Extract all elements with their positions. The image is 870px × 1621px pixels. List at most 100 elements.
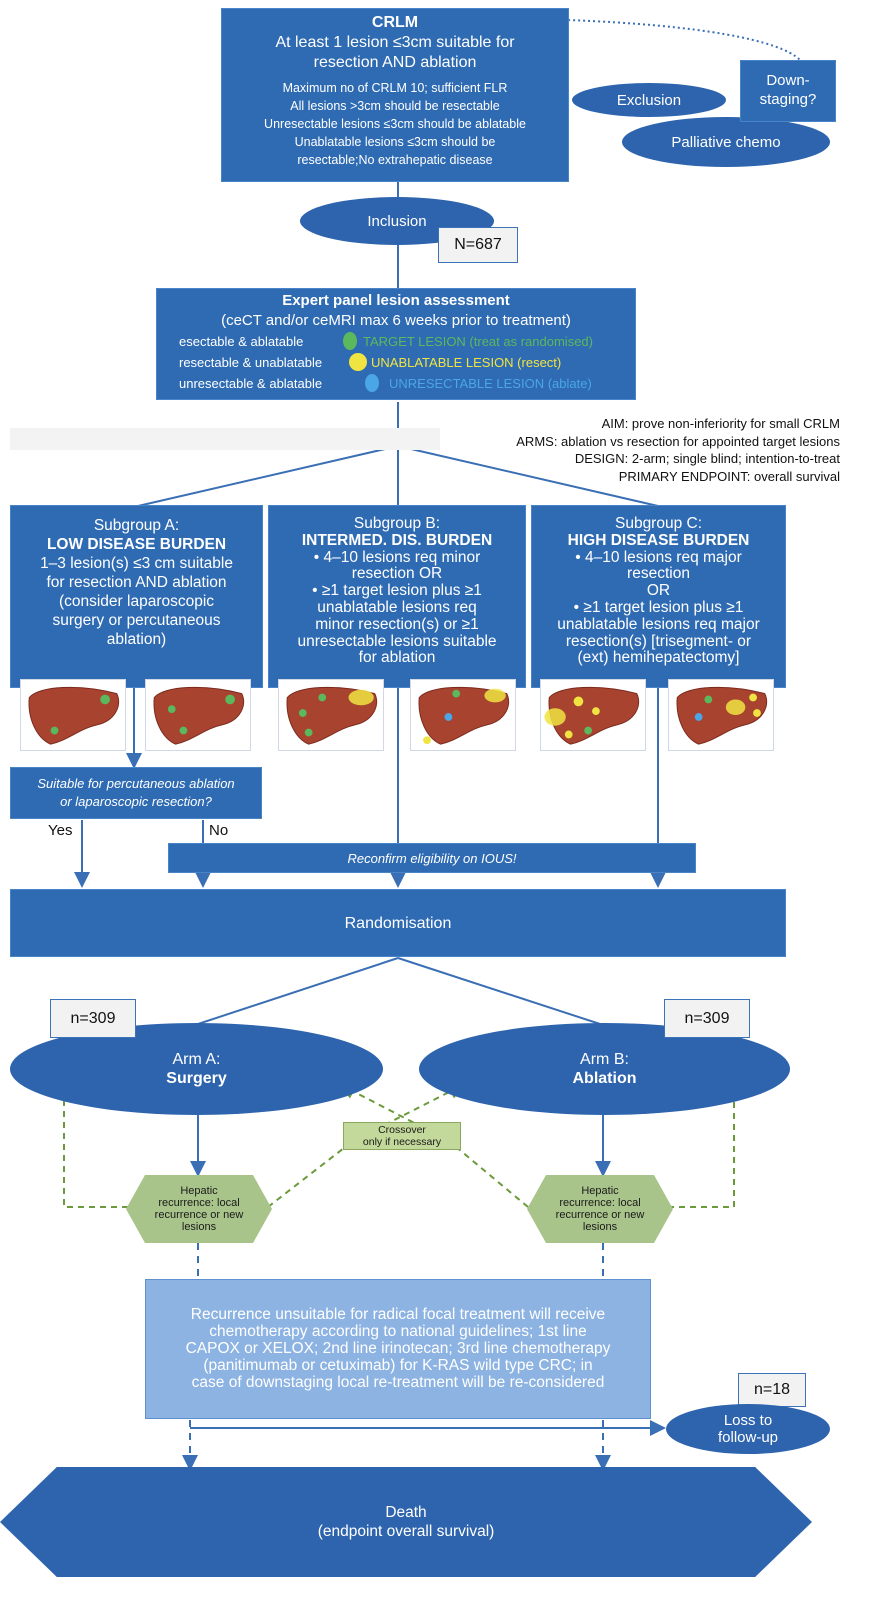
recurrence-a-line4: lesions	[181, 1221, 217, 1233]
recurrence-b-line3: recurrence or new	[555, 1209, 645, 1221]
subgroup-b-body-3: • ≥1 target lesion plus ≥1	[312, 582, 482, 600]
crossover-line1: Crossover	[378, 1124, 426, 1136]
loss-ellipse: Loss to follow-up	[666, 1404, 830, 1454]
study-aim: AIM: prove non-inferiority for small CRL…	[601, 416, 840, 431]
band-strip	[10, 428, 440, 450]
arm-b-name: Arm B:	[580, 1051, 629, 1068]
unresectable-lesion-dot	[365, 374, 379, 392]
liver-image-a2	[145, 679, 251, 751]
exclusion-label: Exclusion	[616, 91, 682, 109]
panel-row-unresectable-lesion: UNRESECTABLE LESION (ablate)	[389, 376, 592, 391]
subgroup-c-body-4: • ≥1 target lesion plus ≥1	[573, 598, 744, 616]
subgroup-c-box: Subgroup C: HIGH DISEASE BURDEN • 4–10 l…	[531, 505, 786, 688]
subgroup-c-body-5: unablatable lesions req major	[557, 615, 760, 633]
subgroup-c-body-1: • 4–10 lesions req major	[575, 548, 742, 566]
subgroup-b-box: Subgroup B: INTERMED. DIS. BURDEN • 4–10…	[268, 505, 526, 688]
crlm-line1: At least 1 lesion ≤3cm suitable for	[275, 34, 515, 51]
randomisation-box: Randomisation	[10, 889, 786, 957]
panel-row-unablatable: resectable & unablatable UNABLATABLE LES…	[157, 352, 635, 373]
downstaging-line2: staging?	[759, 91, 817, 108]
recurrence-b-line1: Hepatic	[581, 1185, 619, 1197]
subgroup-a-title: LOW DISEASE BURDEN	[46, 536, 227, 553]
subgroup-b-body-2: resection OR	[351, 565, 443, 583]
subgroup-b-body-6: unresectable lesions suitable	[297, 632, 497, 650]
death-shape: Death (endpoint overall survival)	[0, 1467, 812, 1577]
palliative-ellipse: Palliative chemo	[622, 117, 830, 167]
liver-image-a1	[20, 679, 126, 751]
n-arm-a-box: n=309	[50, 999, 136, 1038]
chemo-line2: chemotherapy according to national guide…	[209, 1323, 587, 1340]
recurrence-a-line3: recurrence or new	[154, 1209, 244, 1221]
panel-row-target: esectable & ablatable TARGET LESION (tre…	[157, 331, 635, 352]
recurrence-hexagon-b: Hepatic recurrence: local recurrence or …	[527, 1175, 673, 1243]
liver-icon	[286, 686, 378, 745]
liver-image-c1	[540, 679, 646, 751]
recurrence-b-line4: lesions	[582, 1221, 618, 1233]
recurrence-a-line2: recurrence: local	[158, 1197, 240, 1209]
subgroup-a-body-2: for resection AND ablation	[46, 574, 227, 591]
n-loss-box: n=18	[738, 1373, 806, 1407]
target-lesion-dot	[343, 332, 357, 350]
subgroup-c-body-6: resection(s) [trisegment- or	[565, 632, 752, 650]
crlm-criteria-5: resectable;No extrahepatic disease	[297, 153, 493, 167]
subgroup-b-body-5: minor resection(s) or ≥1	[315, 615, 479, 633]
crlm-line2: resection AND ablation	[313, 54, 477, 71]
suitable-line1: Suitable for percutaneous ablation	[37, 776, 235, 791]
subgroup-c-body-7: (ext) hemihepatectomy]	[577, 649, 740, 667]
liver-icon	[676, 686, 768, 745]
panel-row-unablatable-label: resectable & unablatable	[179, 355, 323, 370]
recurrence-hexagon-a: Hepatic recurrence: local recurrence or …	[126, 1175, 272, 1243]
chemo-line1: Recurrence unsuitable for radical focal …	[190, 1306, 606, 1323]
subgroup-b-body-4: unablatable lesions req	[317, 598, 477, 616]
subgroup-b-name: Subgroup B:	[353, 515, 441, 532]
liver-image-b2	[410, 679, 516, 751]
palliative-label: Palliative chemo	[671, 133, 781, 151]
liver-image-c2	[668, 679, 774, 751]
subgroup-b-body-1: • 4–10 lesions req minor	[313, 548, 481, 566]
arm-a-name: Arm A:	[172, 1051, 221, 1068]
downstaging-box: Down- staging?	[740, 60, 836, 122]
subgroup-b-title: INTERMED. DIS. BURDEN	[301, 531, 493, 549]
downstaging-line1: Down-	[766, 72, 810, 89]
recurrence-b-line2: recurrence: local	[559, 1197, 641, 1209]
subgroup-a-body-1: 1–3 lesion(s) ≤3 cm suitable	[40, 555, 233, 572]
liver-icon	[418, 686, 510, 745]
subgroup-b-body-7: for ablation	[358, 649, 436, 667]
crlm-criteria-1: Maximum no of CRLM 10; sufficient FLR	[282, 81, 508, 95]
crlm-criteria-2: All lesions >3cm should be resectable	[290, 99, 500, 113]
crossover-box: Crossover only if necessary	[343, 1122, 461, 1150]
liver-icon	[28, 686, 120, 745]
arm-b-label: Ablation	[572, 1070, 637, 1087]
crlm-box: CRLM At least 1 lesion ≤3cm suitable for…	[221, 8, 569, 182]
arm-a-ellipse: Arm A: Surgery	[10, 1023, 383, 1115]
reconfirm-box: Reconfirm eligibility on IOUS!	[168, 843, 696, 873]
subgroup-c-name: Subgroup C:	[614, 515, 703, 532]
panel-subtitle: (ceCT and/or ceMRI max 6 weeks prior to …	[221, 312, 571, 329]
liver-icon	[153, 686, 245, 745]
study-design: AIM: prove non-inferiority for small CRL…	[516, 415, 840, 485]
study-arms: ARMS: ablation vs resection for appointe…	[516, 433, 840, 449]
randomisation-label: Randomisation	[344, 915, 452, 932]
study-design-line: DESIGN: 2-arm; single blind; intention-t…	[574, 451, 840, 466]
loss-line1: Loss to	[723, 1412, 773, 1429]
subgroup-a-box: Subgroup A: LOW DISEASE BURDEN 1–3 lesio…	[10, 505, 263, 688]
recurrence-a-line1: Hepatic	[180, 1185, 218, 1197]
inclusion-label: Inclusion	[367, 212, 427, 230]
crlm-criteria-4: Unablatable lesions ≤3cm should be	[294, 135, 496, 149]
subgroup-c-title: HIGH DISEASE BURDEN	[567, 531, 750, 549]
suitable-question-box: Suitable for percutaneous ablation or la…	[10, 767, 262, 819]
chemotherapy-box: Recurrence unsuitable for radical focal …	[145, 1279, 651, 1419]
chemo-line5: case of downstaging local re-treatment w…	[191, 1374, 605, 1391]
panel-row-unresectable-label: unresectable & ablatable	[179, 376, 323, 391]
unablatable-lesion-dot	[349, 353, 367, 371]
panel-row-target-label: esectable & ablatable	[179, 334, 304, 349]
panel-title: Expert panel lesion assessment	[282, 292, 510, 309]
death-title: Death	[385, 1504, 427, 1521]
panel-row-target-lesion: TARGET LESION (treat as randomised)	[363, 334, 593, 349]
crossover-line2: only if necessary	[362, 1136, 442, 1148]
panel-row-unablatable-lesion: UNABLATABLE LESION (resect)	[371, 355, 562, 370]
liver-image-b1	[278, 679, 384, 751]
loss-line2: follow-up	[717, 1429, 779, 1446]
reconfirm-label: Reconfirm eligibility on IOUS!	[347, 851, 517, 866]
